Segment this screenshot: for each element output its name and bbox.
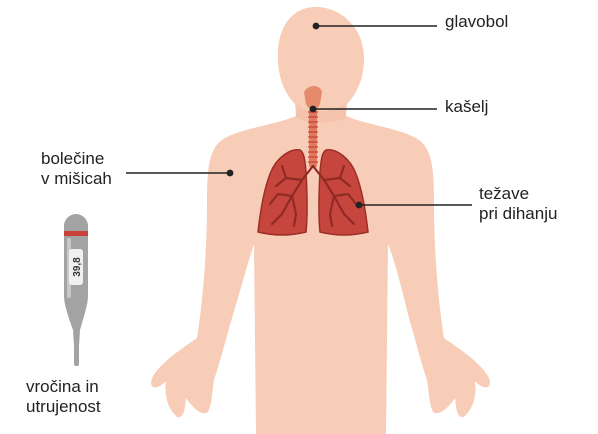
label-muscle-pain-line-2: v mišicah bbox=[41, 169, 112, 189]
label-cough-text: kašelj bbox=[445, 97, 488, 117]
label-muscle-pain: bolečine v mišicah bbox=[41, 149, 112, 189]
label-breathing-line-2: pri dihanju bbox=[479, 204, 557, 224]
label-fever-fatigue-line-2: utrujenost bbox=[26, 397, 101, 417]
leader-dot-headache bbox=[313, 23, 320, 30]
label-fever-fatigue: vročina in utrujenost bbox=[26, 377, 101, 417]
leader-dot-cough bbox=[310, 106, 317, 113]
thermometer-tip bbox=[74, 344, 79, 366]
thermometer-reading: 39,8 bbox=[72, 257, 83, 277]
label-cough: kašelj bbox=[445, 97, 488, 117]
thermometer: 39,8 bbox=[64, 214, 88, 366]
leader-dot-muscle bbox=[227, 170, 234, 177]
label-headache-text: glavobol bbox=[445, 12, 508, 32]
label-breathing-line-1: težave bbox=[479, 184, 557, 204]
label-breathing: težave pri dihanju bbox=[479, 184, 557, 224]
label-fever-fatigue-line-1: vročina in bbox=[26, 377, 101, 397]
thermometer-band bbox=[64, 231, 88, 236]
leader-dot-breath bbox=[356, 202, 363, 209]
label-headache: glavobol bbox=[445, 12, 508, 32]
label-muscle-pain-line-1: bolečine bbox=[41, 149, 112, 169]
